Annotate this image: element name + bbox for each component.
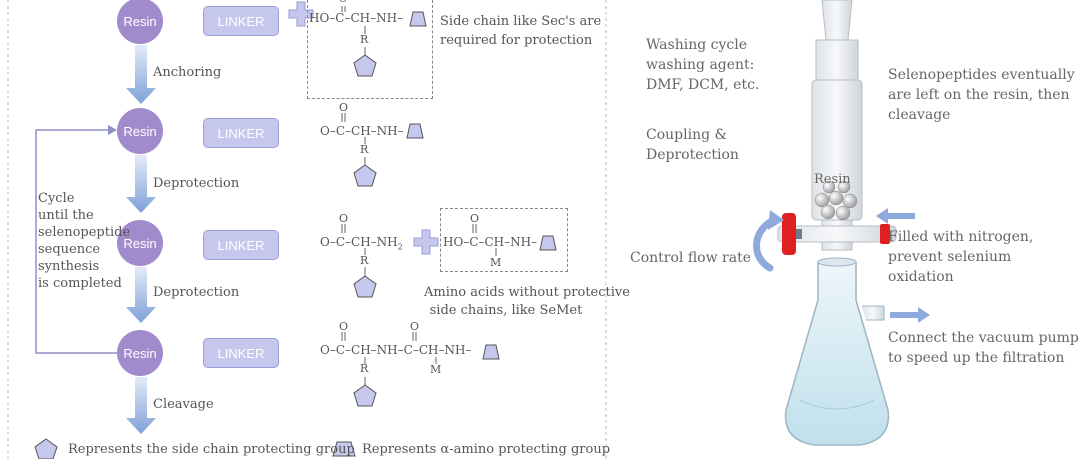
trapezoid-icon <box>409 11 427 27</box>
stopcock-valve[interactable] <box>777 213 897 255</box>
r-group-label: R <box>360 362 369 375</box>
filter-flask <box>784 257 890 446</box>
chem-formula: O–C–CH–NH2 <box>320 235 403 252</box>
step-label-deprotection: Deprotection <box>153 176 240 191</box>
plus-icon <box>413 229 439 255</box>
resin-node: Resin <box>117 330 163 376</box>
m-group-label: M <box>430 363 442 376</box>
legend-pentagon-text: Represents the side chain protecting gro… <box>68 442 355 457</box>
protected-aa-box <box>307 0 433 99</box>
r-group-label: R <box>360 143 369 156</box>
trapezoid-icon <box>406 123 424 139</box>
washing-cycle-label: Washing cycle washing agent: DMF, DCM, e… <box>646 37 760 93</box>
pentagon-icon <box>353 54 377 77</box>
trapezoid-legend-icon <box>332 441 356 457</box>
oxygen-label: O <box>339 320 349 333</box>
linker-box: LINKER <box>203 118 279 148</box>
step-label-cleavage: Cleavage <box>153 397 214 412</box>
linker-box: LINKER <box>203 6 279 36</box>
step-label-deprotection: Deprotection <box>153 285 240 300</box>
pentagon-icon <box>353 164 377 187</box>
control-flow-label: Control flow rate <box>630 250 751 266</box>
chem-formula: O–C–CH–NH– <box>320 124 404 138</box>
resin-beads <box>814 180 858 221</box>
oxygen-label: O <box>339 101 349 114</box>
oxygen-label: O <box>410 320 420 333</box>
step-label-anchoring: Anchoring <box>153 65 222 80</box>
protection-note: Side chain like Sec's are required for p… <box>440 14 602 48</box>
r-group-label: R <box>360 33 369 46</box>
chem-formula: HO–C–CH–NH– <box>443 235 538 249</box>
oxygen-label: O <box>339 0 347 5</box>
linker-box: LINKER <box>203 230 279 260</box>
cleavage-note: Selenopeptides eventually are left on th… <box>888 67 1075 123</box>
resin-node: Resin <box>117 220 163 266</box>
nitrogen-label: Filled with nitrogen, prevent selenium o… <box>888 229 1034 285</box>
linker-box: LINKER <box>203 338 279 368</box>
chem-formula: HO–C–CH–NH– <box>309 11 404 25</box>
m-group-label: M <box>490 256 502 269</box>
trapezoid-icon <box>539 235 557 251</box>
nitrogen-arrow <box>876 208 915 224</box>
resin-column-label: Resin <box>814 172 851 187</box>
pentagon-legend-icon <box>34 438 58 459</box>
coupling-label: Coupling & Deprotection <box>646 127 739 163</box>
oxygen-label: O <box>339 212 349 225</box>
no-protection-note: Amino acids without protective side chai… <box>424 285 630 318</box>
pentagon-icon <box>353 275 377 298</box>
legend-trapezoid-text: Represents α-amino protecting group <box>362 442 611 457</box>
rotation-arrow <box>753 210 784 272</box>
r-group-label: R <box>360 254 369 267</box>
pentagon-icon <box>353 384 377 407</box>
unprotected-aa-box <box>440 208 568 272</box>
resin-node: Resin <box>117 0 163 44</box>
chem-formula: O–C–CH–NH–C–CH–NH– <box>320 343 472 357</box>
oxygen-label: O <box>470 212 480 225</box>
resin-node: Resin <box>117 108 163 154</box>
panel-border <box>7 0 607 459</box>
plus-icon <box>288 1 314 27</box>
cycle-loop <box>35 125 117 354</box>
trapezoid-icon <box>482 344 500 360</box>
step-arrows <box>126 45 156 434</box>
vacuum-arrow <box>890 307 930 323</box>
cycle-text: Cycle until the selenopeptide sequence s… <box>38 191 131 291</box>
vacuum-label: Connect the vacuum pump to speed up the … <box>888 330 1079 366</box>
